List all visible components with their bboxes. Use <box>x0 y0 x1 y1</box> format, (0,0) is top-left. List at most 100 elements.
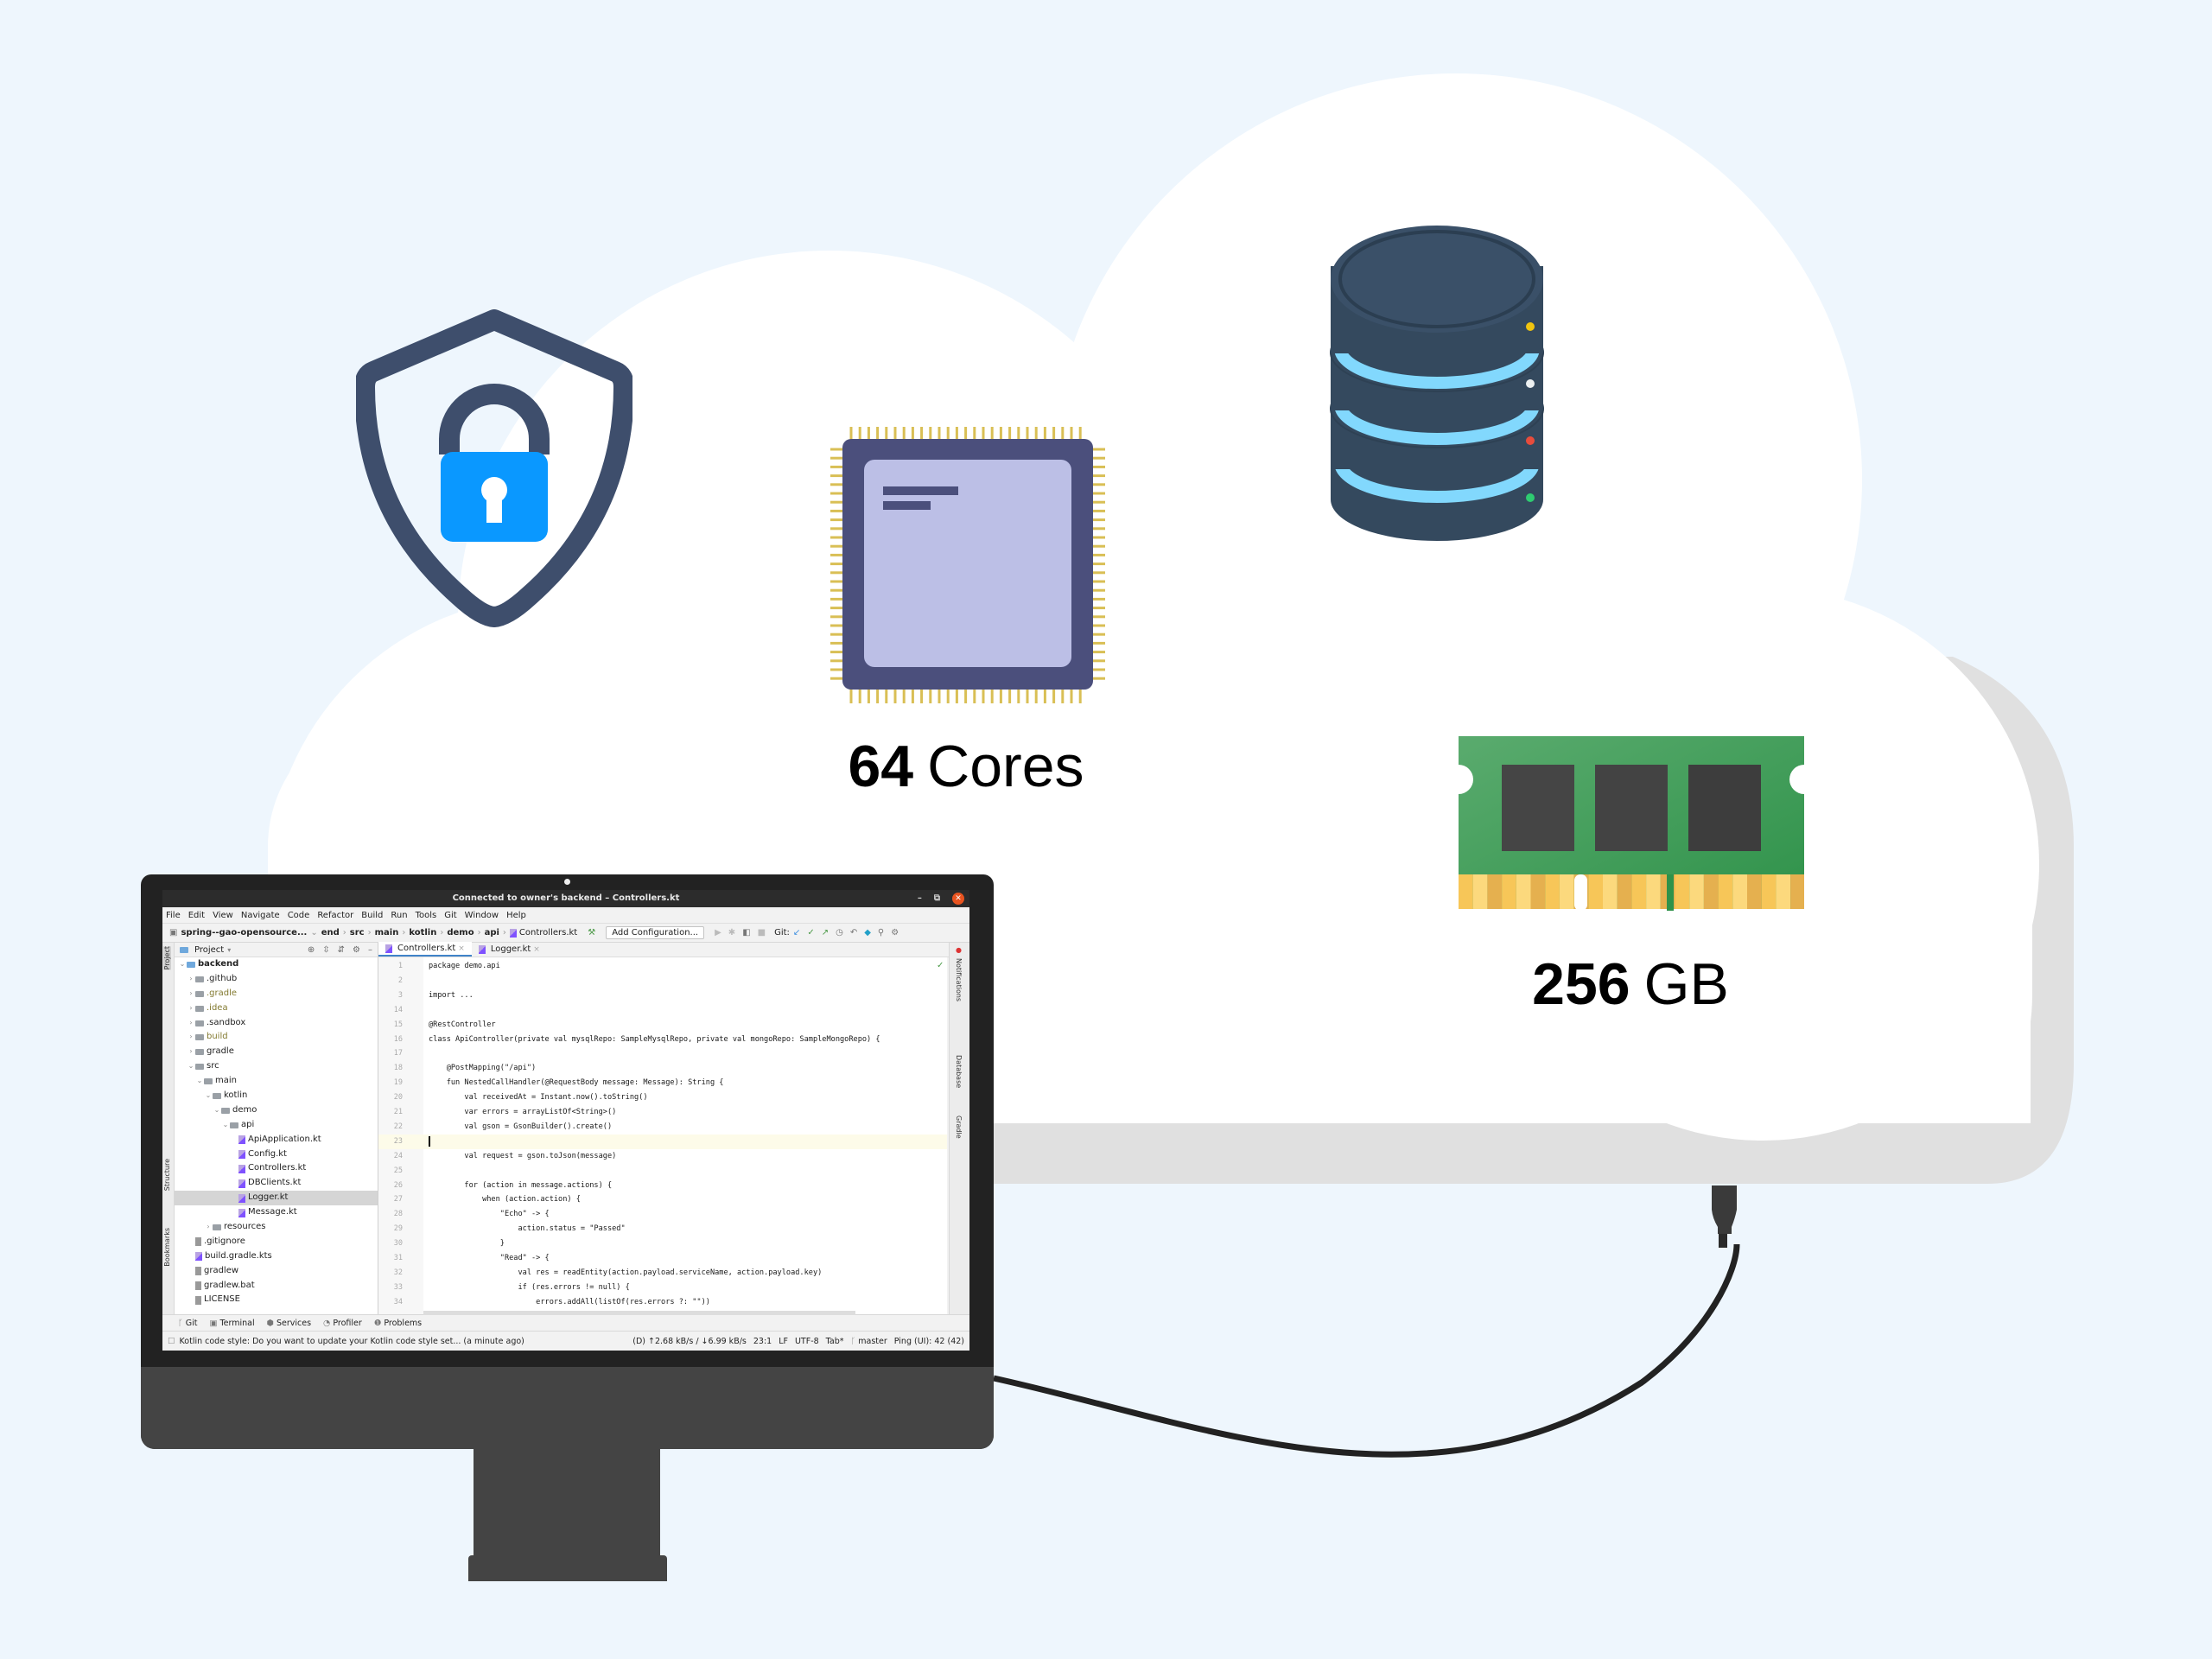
indent-setting[interactable]: Tab* <box>825 1336 844 1346</box>
rollback-icon[interactable]: ↶ <box>849 928 858 938</box>
menu-refactor[interactable]: Refactor <box>317 910 354 920</box>
search-icon[interactable]: ⚲ <box>877 928 885 938</box>
tool-window-terminal[interactable]: ▣ Terminal <box>209 1319 254 1328</box>
project-selector[interactable]: spring--gao-opensource... <box>181 928 308 938</box>
tool-window-project[interactable]: Project <box>163 946 171 970</box>
locate-icon[interactable]: ⊕ <box>307 944 315 955</box>
tool-window-bookmarks[interactable]: Bookmarks <box>163 1228 171 1267</box>
tool-window-git[interactable]: ᚴ Git <box>178 1319 197 1328</box>
caret-position[interactable]: 23:1 <box>753 1336 772 1346</box>
tree-item[interactable]: ›.idea <box>175 1001 378 1016</box>
chevron-down-icon[interactable]: ⌄ <box>310 928 318 938</box>
menu-code[interactable]: Code <box>287 910 310 920</box>
coverage-icon[interactable]: ◧ <box>742 928 751 938</box>
menu-build[interactable]: Build <box>361 910 384 920</box>
tool-window-database[interactable]: Database <box>955 1055 963 1089</box>
git-commit-icon[interactable]: ✓ <box>807 928 815 938</box>
line-separator[interactable]: LF <box>779 1336 788 1346</box>
tree-item[interactable]: gradlew.bat <box>175 1279 378 1294</box>
menu-file[interactable]: File <box>166 910 181 920</box>
chevron-right-icon[interactable]: › <box>189 974 193 982</box>
tree-item[interactable]: LICENSE <box>175 1293 378 1307</box>
tree-item[interactable]: DBClients.kt <box>175 1176 378 1191</box>
chevron-right-icon[interactable]: › <box>189 1033 193 1041</box>
tool-window-structure[interactable]: Structure <box>163 1159 171 1192</box>
menu-git[interactable]: Git <box>444 910 457 920</box>
tree-item[interactable]: Message.kt <box>175 1205 378 1220</box>
status-message[interactable]: Kotlin code style: Do you want to update… <box>179 1336 524 1346</box>
tool-window-gradle[interactable]: Gradle <box>955 1116 963 1139</box>
gear-icon[interactable]: ⚙ <box>891 928 899 938</box>
tree-item[interactable]: ⌄src <box>175 1059 378 1074</box>
tree-item[interactable]: Logger.kt <box>175 1191 378 1206</box>
chevron-right-icon[interactable]: › <box>189 1003 193 1012</box>
chevron-down-icon[interactable]: ⌄ <box>213 1105 220 1114</box>
editor-tab[interactable]: Controllers.kt× <box>378 942 472 957</box>
menu-window[interactable]: Window <box>464 910 499 920</box>
tree-item[interactable]: ⌄backend <box>175 957 378 972</box>
expand-all-icon[interactable]: ⇳ <box>322 944 330 955</box>
git-update-icon[interactable]: ↙ <box>792 928 801 938</box>
chevron-down-icon[interactable]: ⌄ <box>179 960 186 968</box>
add-configuration-button[interactable]: Add Configuration... <box>606 926 705 939</box>
tool-window-services[interactable]: ⬢ Services <box>267 1319 311 1328</box>
menu-help[interactable]: Help <box>506 910 526 920</box>
chevron-right-icon[interactable]: › <box>207 1223 210 1231</box>
tree-item[interactable]: ›build <box>175 1030 378 1045</box>
breadcrumb-item[interactable]: end <box>321 928 340 938</box>
menu-view[interactable]: View <box>213 910 233 920</box>
inspection-ok-icon[interactable]: ✓ <box>937 961 944 970</box>
menu-run[interactable]: Run <box>391 910 408 920</box>
breadcrumb-item[interactable]: src <box>349 928 365 938</box>
tree-item[interactable]: ⌄api <box>175 1118 378 1133</box>
notification-bell-icon[interactable]: ● <box>956 946 962 954</box>
chevron-right-icon[interactable]: › <box>189 1047 193 1056</box>
toggle-panel-icon[interactable]: ☐ <box>168 1336 175 1346</box>
chevron-right-icon[interactable]: › <box>189 1018 193 1027</box>
chevron-right-icon[interactable]: › <box>189 988 193 997</box>
menu-tools[interactable]: Tools <box>415 910 437 920</box>
tree-item[interactable]: ⌄demo <box>175 1103 378 1118</box>
menu-edit[interactable]: Edit <box>188 910 206 920</box>
history-icon[interactable]: ◷ <box>836 928 843 938</box>
tree-item[interactable]: gradlew <box>175 1264 378 1279</box>
tree-item[interactable]: ›resources <box>175 1220 378 1235</box>
git-branch[interactable]: ᚴ master <box>851 1337 887 1346</box>
stop-icon[interactable]: ■ <box>757 928 766 938</box>
build-hammer-icon[interactable]: ⚒ <box>588 928 596 938</box>
tree-item[interactable]: ApiApplication.kt <box>175 1133 378 1147</box>
tool-window-notifications[interactable]: Notifications <box>955 958 963 1002</box>
tree-item[interactable]: ›.sandbox <box>175 1016 378 1031</box>
breadcrumb-item[interactable]: main <box>374 928 399 938</box>
run-icon[interactable]: ▶ <box>715 928 721 938</box>
tree-item[interactable]: ›gradle <box>175 1045 378 1059</box>
tree-item[interactable]: ⌄main <box>175 1074 378 1089</box>
horizontal-scrollbar[interactable] <box>423 1310 855 1315</box>
tree-item[interactable]: Config.kt <box>175 1147 378 1162</box>
breadcrumb-item[interactable]: kotlin <box>409 928 437 938</box>
gear-icon[interactable]: ⚙ <box>353 944 360 955</box>
tree-item[interactable]: ›.github <box>175 972 378 987</box>
chevron-down-icon[interactable]: ⌄ <box>222 1120 229 1128</box>
project-view-selector[interactable]: Project <box>194 944 225 955</box>
tree-item[interactable]: Controllers.kt <box>175 1161 378 1176</box>
git-push-icon[interactable]: ↗ <box>821 928 830 938</box>
tree-item[interactable]: ›.gradle <box>175 987 378 1001</box>
restore-button[interactable]: ⧉ <box>933 893 940 903</box>
editor-tab[interactable]: Logger.kt× <box>472 942 547 957</box>
breadcrumb-file[interactable]: Controllers.kt <box>509 928 577 938</box>
tree-item[interactable]: ⌄kotlin <box>175 1089 378 1103</box>
close-tab-icon[interactable]: × <box>533 944 540 954</box>
code-with-me-icon[interactable]: ◆ <box>864 928 871 938</box>
chevron-down-icon[interactable]: ⌄ <box>205 1091 212 1100</box>
tree-item[interactable]: .gitignore <box>175 1235 378 1249</box>
hide-icon[interactable]: – <box>368 944 372 955</box>
menu-navigate[interactable]: Navigate <box>240 910 280 920</box>
tool-window-profiler[interactable]: ◔ Profiler <box>323 1319 362 1328</box>
minimize-button[interactable]: – <box>917 893 922 903</box>
chevron-down-icon[interactable]: ⌄ <box>188 1062 194 1071</box>
debug-icon[interactable]: ✱ <box>728 928 736 938</box>
chevron-down-icon[interactable]: ⌄ <box>196 1077 203 1085</box>
collapse-all-icon[interactable]: ⇵ <box>337 944 346 955</box>
